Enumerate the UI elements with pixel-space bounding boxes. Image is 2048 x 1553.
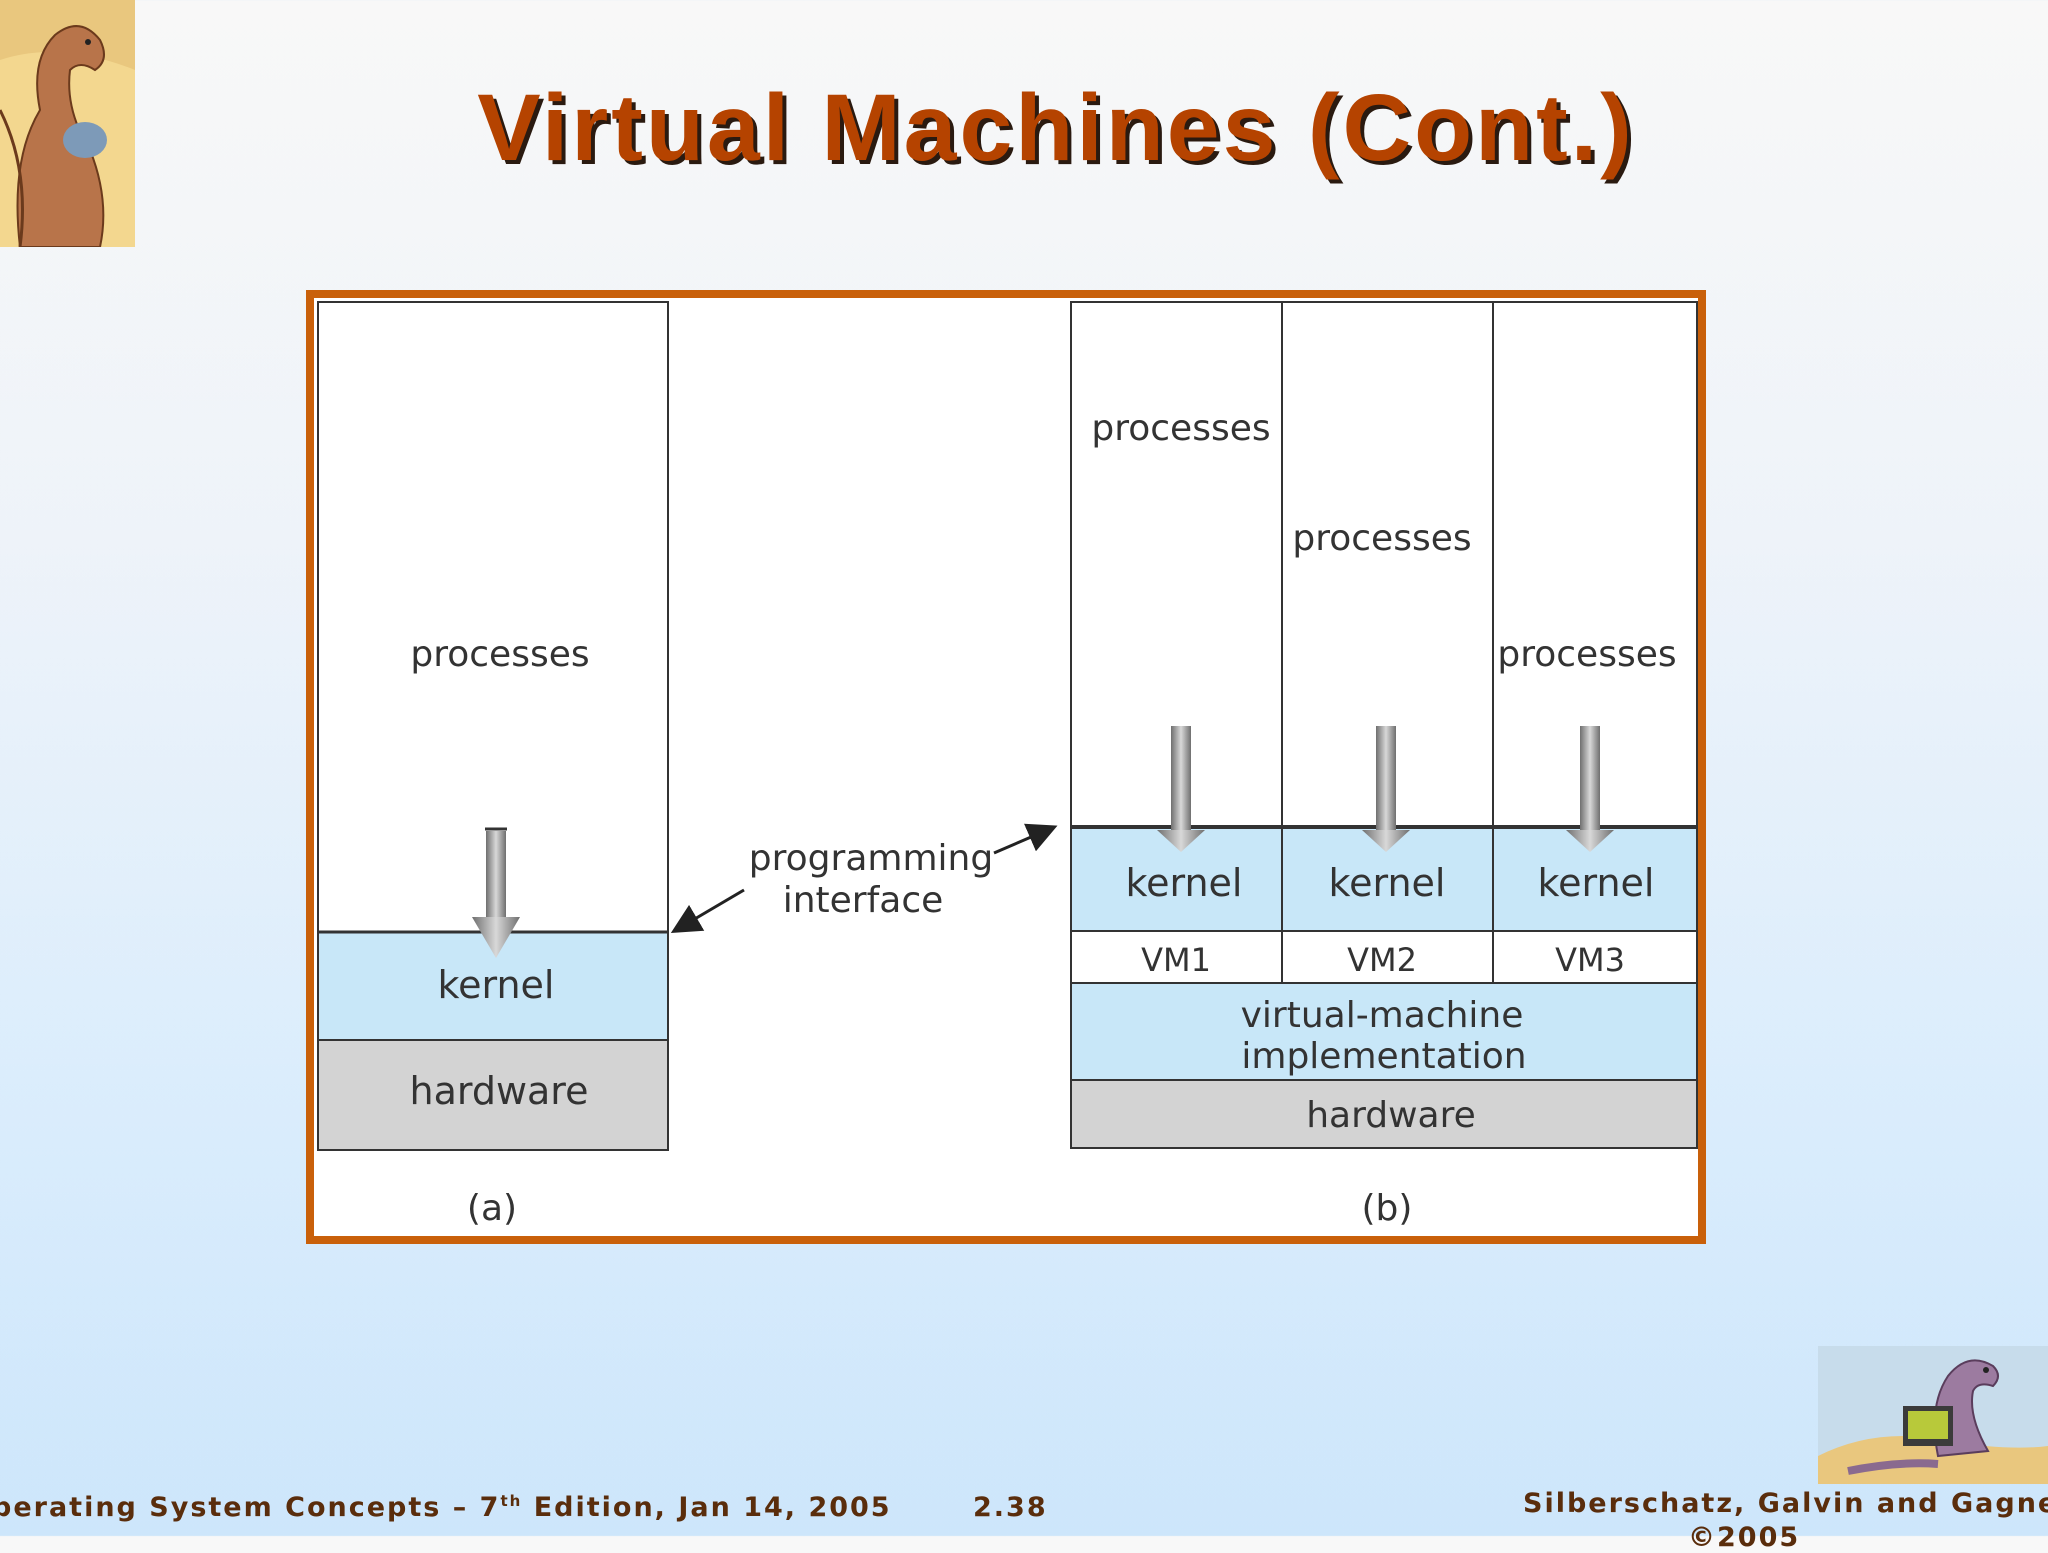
down-arrow-vm2	[1362, 726, 1410, 852]
hardware-box-a	[317, 1039, 669, 1151]
interface-label-line2: interface	[783, 880, 944, 921]
vm-implementation-box	[1070, 982, 1698, 1081]
kernel-label-vm2: kernel	[1328, 861, 1445, 905]
vm-diagram: processes kernel hardware (a) programmin…	[306, 290, 1706, 1244]
down-arrow-vm1	[1157, 726, 1205, 852]
slide-title: Virtual Machines (Cont.)	[477, 75, 1635, 181]
down-arrow-vm3	[1566, 726, 1614, 852]
interface-arrow-right	[993, 823, 1058, 855]
stack-b: processes processes processes kernel ker…	[1070, 301, 1698, 1229]
hardware-box-b	[1070, 1079, 1698, 1149]
hardware-label-a: hardware	[410, 1069, 589, 1113]
footer-authors: Silberschatz, Galvin and Gagne	[1523, 1488, 2048, 1519]
vm-implementation-line2: implementation	[1241, 1036, 1526, 1077]
interface-arrow-left	[670, 888, 745, 934]
caption-b: (b)	[1362, 1188, 1413, 1229]
caption-a: (a)	[467, 1188, 517, 1229]
footer-edition-date: Edition, Jan 14, 2005	[522, 1492, 892, 1523]
processes-label-b1: processes	[1091, 408, 1270, 449]
vm1-label: VM1	[1141, 941, 1211, 979]
kernel-label-vm3: kernel	[1537, 861, 1654, 905]
processes-label-a: processes	[410, 634, 589, 675]
dinosaur-logo-bottom	[1818, 1346, 2048, 1484]
footer-edition-superscript: th	[500, 1492, 523, 1510]
processes-label-b2: processes	[1292, 518, 1471, 559]
stack-a: processes kernel hardware (a)	[317, 301, 669, 1229]
hardware-label-b: hardware	[1306, 1095, 1476, 1136]
footer-copyright: ©2005	[1688, 1522, 1801, 1553]
interface-label-line1: programming	[749, 838, 993, 879]
processes-label-b3: processes	[1497, 634, 1676, 675]
vm3-box	[1492, 930, 1698, 984]
vm2-label: VM2	[1347, 941, 1417, 979]
dinosaur-logo-top	[0, 0, 135, 247]
vm3-label: VM3	[1555, 941, 1625, 979]
processes-box-a	[317, 301, 669, 933]
down-arrow-a	[472, 827, 520, 958]
kernel-label-a: kernel	[437, 963, 554, 1007]
footer-page-number: 2.38	[973, 1492, 1048, 1523]
footer-course-info: perating System Concepts – 7th Edition, …	[0, 1492, 892, 1523]
kernel-label-vm1: kernel	[1125, 861, 1242, 905]
footer-course-text: perating System Concepts – 7	[0, 1492, 501, 1523]
vm-implementation-line1: virtual-machine	[1241, 995, 1524, 1036]
programming-interface: programming interface	[670, 823, 1058, 934]
